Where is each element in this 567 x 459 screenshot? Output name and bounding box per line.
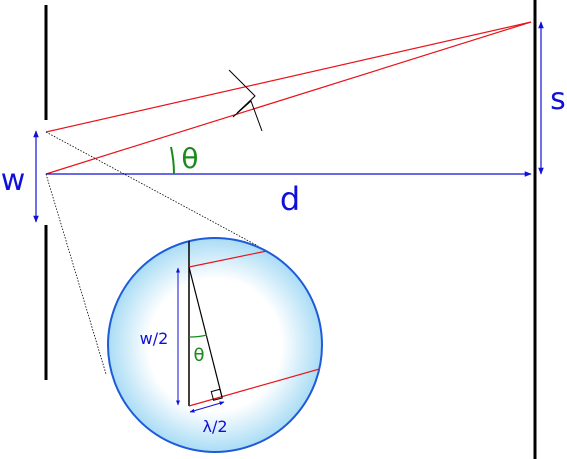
- break-symbol-lower: [232, 100, 263, 132]
- zoom-line-lower: [45, 173, 107, 375]
- w-label: w: [1, 163, 26, 198]
- inset-circle: [107, 237, 323, 453]
- inset-ray-bottom: [188, 365, 322, 407]
- inset-theta-label: θ: [193, 345, 204, 366]
- inset-hypotenuse: [188, 266, 223, 398]
- break-symbol-upper: [228, 69, 256, 114]
- zoom-line-upper: [45, 131, 259, 247]
- ray-top-edge: [45, 21, 532, 133]
- d-label: d: [280, 180, 300, 218]
- theta-arc: [170, 146, 175, 175]
- s-label: s: [550, 82, 566, 117]
- half-w-label: w/2: [140, 329, 169, 348]
- inset-theta-arc: [188, 334, 208, 338]
- ray-center: [45, 21, 532, 175]
- magnified-inset: θ w/2 λ/2: [107, 237, 323, 453]
- half-lambda-arrow: [189, 401, 225, 413]
- right-angle-marker: [210, 388, 223, 401]
- theta-label: θ: [181, 142, 198, 175]
- half-lambda-label: λ/2: [202, 417, 227, 436]
